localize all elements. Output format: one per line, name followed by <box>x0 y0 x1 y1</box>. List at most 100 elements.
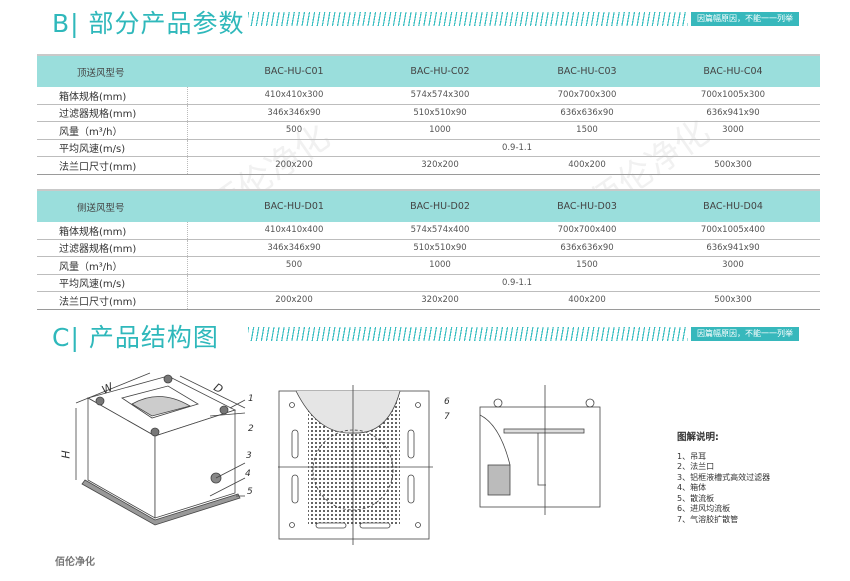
row-value: 574x574x400 <box>410 225 470 236</box>
callout-1: 1 <box>248 394 254 404</box>
section-b-note: 因篇幅原因，不能一一列举 <box>691 12 799 26</box>
title-stripes <box>248 12 688 26</box>
callout-6: 6 <box>444 397 450 407</box>
model-header: BAC-HU-D04 <box>703 201 763 212</box>
legend-title: 图解说明: <box>677 432 719 443</box>
model-header: BAC-HU-D01 <box>264 201 324 212</box>
table-row: 法兰口尺寸(mm) 200x200 320x200 400x200 500x300 <box>37 292 820 310</box>
row-value: 320x200 <box>421 160 459 171</box>
title-stripes <box>248 327 688 341</box>
row-value: 500x300 <box>714 160 752 171</box>
row-value: 3000 <box>722 125 744 136</box>
section-c-note: 因篇幅原因，不能一一列举 <box>691 327 799 341</box>
row-label: 法兰口尺寸(mm) <box>59 161 137 173</box>
row-value: 200x200 <box>275 295 313 306</box>
row-value: 1500 <box>576 125 598 136</box>
callout-3: 3 <box>246 451 252 461</box>
row-label: 平均风速(m/s) <box>59 144 126 156</box>
column-divider <box>187 292 188 309</box>
legend-item: 6、进风均流板 <box>677 504 731 513</box>
row-label: 风量（m³/h） <box>59 261 123 273</box>
footer-brand: 佰伦净化 <box>55 557 95 568</box>
legend: 图解说明: 1、吊耳 2、法兰口 3、铝框液槽式高效过滤器 4、箱体 5、散流板… <box>677 432 771 525</box>
table-row: 风量（m³/h） 500 1000 1500 3000 <box>37 257 820 275</box>
row-value: 510x510x90 <box>413 107 467 118</box>
model-header: BAC-HU-D03 <box>557 201 617 212</box>
row-value: 700x1005x300 <box>700 90 766 101</box>
legend-item: 4、箱体 <box>677 483 707 492</box>
row-value: 500x300 <box>714 295 752 306</box>
row-value: 636x636x90 <box>560 242 614 253</box>
row-value: 1000 <box>429 125 451 136</box>
table-row: 平均风速(m/s) 0.9-1.1 <box>37 139 820 157</box>
table-row: 过滤器规格(mm) 346x346x90 510x510x90 636x636x90 6… <box>37 239 820 257</box>
model-label-header: 顶送风型号 <box>77 67 125 79</box>
table-row: 箱体规格(mm) 410x410x400 574x574x400 700x700x40… <box>37 222 820 240</box>
legend-item: 1、吊耳 <box>677 451 707 461</box>
row-value: 1500 <box>576 260 598 271</box>
row-value: 636x941x90 <box>706 107 760 118</box>
legend-item: 3、铝框液槽式高效过滤器 <box>677 472 771 482</box>
isometric-box-diagram <box>75 372 246 526</box>
section-b-title: B| 部分产品参数 <box>52 9 245 38</box>
section-c-title: C| 产品结构图 <box>52 323 219 352</box>
row-value: 636x636x90 <box>560 107 614 118</box>
legend-item: 7、气溶胶扩散管 <box>677 514 739 524</box>
row-value: 346x346x90 <box>267 242 321 253</box>
row-label: 箱体规格(mm) <box>59 91 127 103</box>
row-value: 410x410x400 <box>264 225 324 236</box>
column-divider <box>187 139 188 156</box>
row-value: 200x200 <box>275 160 313 171</box>
row-value: 636x941x90 <box>706 242 760 253</box>
table-header: 顶送风型号 BAC-HU-C01 BAC-HU-C02 BAC-HU-C03 BAC-H… <box>37 54 820 87</box>
legend-item: 5、散流板 <box>677 493 715 503</box>
row-value: 320x200 <box>421 295 459 306</box>
model-label-header: 侧送风型号 <box>77 202 125 214</box>
row-value: 3000 <box>722 260 744 271</box>
model-header: BAC-HU-C04 <box>703 66 763 77</box>
table-row: 过滤器规格(mm) 346x346x90 510x510x90 636x636x90 6… <box>37 104 820 122</box>
row-value: 500 <box>285 260 303 271</box>
row-value: 346x346x90 <box>267 107 321 118</box>
row-value: 574x574x300 <box>410 90 470 101</box>
callout-7: 7 <box>444 412 450 422</box>
row-value: 1000 <box>429 260 451 271</box>
legend-item: 2、法兰口 <box>677 462 715 471</box>
row-value: 700x700x300 <box>557 90 617 101</box>
row-value: 400x200 <box>568 295 606 306</box>
row-label: 过滤器规格(mm) <box>59 109 137 121</box>
table-header: 侧送风型号 BAC-HU-D01 BAC-HU-D02 BAC-HU-D03 BAC-H… <box>37 189 820 222</box>
row-label: 箱体规格(mm) <box>59 226 127 238</box>
model-header: BAC-HU-D02 <box>410 201 470 212</box>
column-divider <box>187 222 188 239</box>
table-row: 平均风速(m/s) 0.9-1.1 <box>37 274 820 292</box>
dim-label-h: H <box>59 450 73 459</box>
column-divider <box>187 104 188 121</box>
row-value: 0.9-1.1 <box>501 277 533 288</box>
row-label: 平均风速(m/s) <box>59 279 126 291</box>
callout-4: 4 <box>245 469 251 479</box>
column-divider <box>187 157 188 174</box>
row-value: 500 <box>285 125 303 136</box>
column-divider <box>187 239 188 256</box>
callout-5: 5 <box>247 487 253 497</box>
row-label: 风量（m³/h） <box>59 126 123 138</box>
table-row: 法兰口尺寸(mm) 200x200 320x200 400x200 500x300 <box>37 157 820 175</box>
top-view-diagram <box>278 385 433 545</box>
model-header: BAC-HU-C03 <box>557 66 617 77</box>
column-divider <box>187 274 188 291</box>
row-value: 400x200 <box>568 160 606 171</box>
row-label: 法兰口尺寸(mm) <box>59 296 137 308</box>
table-row: 风量（m³/h） 500 1000 1500 3000 <box>37 122 820 140</box>
column-divider <box>187 87 188 104</box>
parameters-table-side-supply: 侧送风型号 BAC-HU-D01 BAC-HU-D02 BAC-HU-D03 BAC-H… <box>37 189 820 310</box>
row-value: 510x510x90 <box>413 242 467 253</box>
row-value: 0.9-1.1 <box>501 142 533 153</box>
model-header: BAC-HU-C01 <box>264 66 324 77</box>
model-header: BAC-HU-C02 <box>410 66 470 77</box>
row-label: 过滤器规格(mm) <box>59 244 137 256</box>
row-value: 700x700x400 <box>557 225 617 236</box>
parameters-table-top-supply: 顶送风型号 BAC-HU-C01 BAC-HU-C02 BAC-HU-C03 BAC-H… <box>37 54 820 175</box>
column-divider <box>187 122 188 139</box>
